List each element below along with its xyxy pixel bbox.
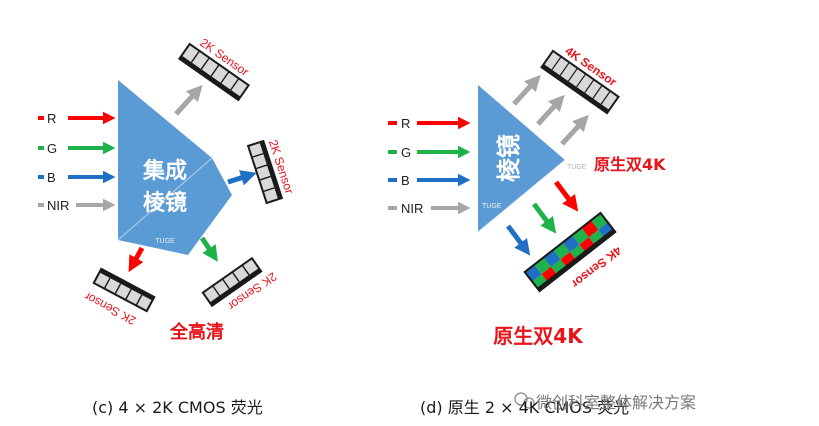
right-caption: (d) 原生 2 × 4K CMOS 荧光: [420, 398, 630, 417]
left-prism-brand: TUGE: [155, 238, 175, 245]
left-label-g: G: [47, 141, 57, 156]
wechat-icon: [514, 392, 535, 409]
right-out-gray-3: [560, 114, 589, 146]
left-caption: (c) 4 × 2K CMOS 荧光: [92, 398, 263, 417]
right-prism-brand-bottom: TUGE: [482, 203, 502, 210]
right-label-r: R: [401, 116, 410, 131]
right-prism: [478, 85, 565, 232]
right-label-g: G: [401, 145, 411, 160]
right-out-red: [554, 180, 579, 212]
left-out-bottom-left: [128, 246, 145, 273]
right-prism-label: 棱镜: [495, 134, 523, 182]
right-out-blue: [506, 224, 531, 256]
left-annotation: 全高清: [169, 321, 224, 343]
right-label-b: B: [401, 173, 410, 188]
left-prism-line2: 棱镜: [143, 190, 187, 216]
left-sensor-right: 2K Sensor: [246, 138, 296, 205]
right-label-nir: NIR: [401, 201, 423, 216]
left-out-right: [227, 170, 257, 186]
left-prism: [118, 80, 232, 255]
left-label-r: R: [47, 111, 56, 126]
left-sensor-top: 2K Sensor: [177, 35, 251, 102]
right-out-gray-2: [536, 94, 565, 126]
left-out-top: [174, 84, 203, 116]
left-label-nir: NIR: [47, 198, 69, 213]
right-out-gray-1: [512, 74, 541, 106]
left-prism-line1: 集成: [142, 158, 187, 184]
right-out-green: [532, 202, 557, 234]
right-annotation-bottom: 原生双4K: [493, 324, 584, 348]
right-sensor-bottom: [523, 211, 617, 293]
left-out-bottom-right: [199, 236, 218, 262]
right-prism-brand-right: TUGE: [567, 164, 587, 171]
watermark-text: 微创科室整体解决方案: [536, 393, 697, 412]
left-sensor-bottom-left: [92, 267, 156, 313]
left-sensor-bottom-right: [201, 256, 263, 308]
right-sensor-top: 4K Sensor: [540, 44, 620, 115]
right-diagram: 棱镜 TUGE TUGE R G B NIR 4K Sen: [388, 44, 666, 348]
left-diagram: 集成 棱镜 TUGE R G B NIR 2K Sensor: [38, 35, 296, 343]
right-annotation-side: 原生双4K: [594, 155, 666, 174]
left-label-b: B: [47, 170, 56, 185]
